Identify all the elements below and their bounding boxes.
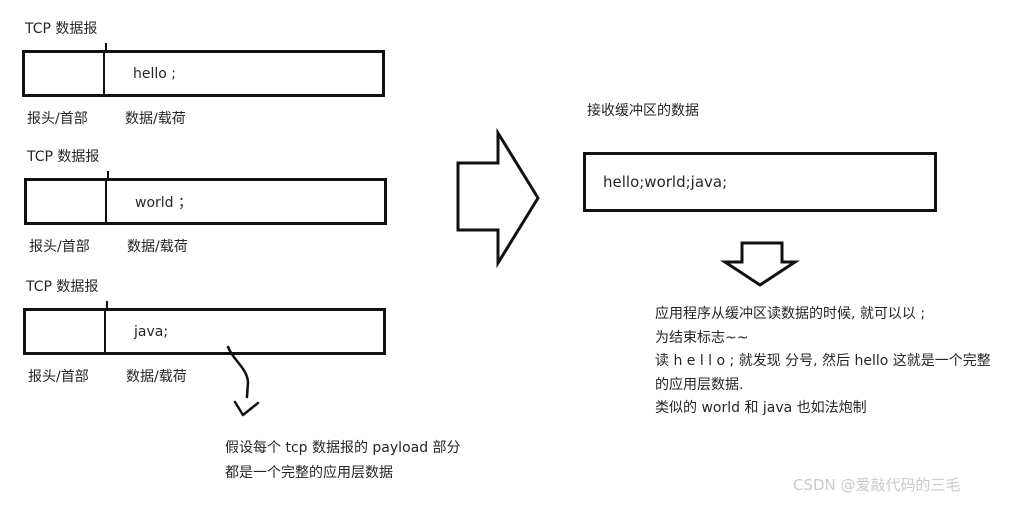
block-arrow-right-icon (452, 127, 544, 269)
header-label: 报头/首部 (29, 239, 90, 255)
read-note-line: 的应用层数据. (655, 376, 744, 393)
tcp-packet-2: TCP 数据报 world ； 报头/首部 数据/载荷 (24, 146, 394, 276)
tcp-packet-3: TCP 数据报 java; 报头/首部 数据/载荷 (23, 276, 393, 406)
block-arrow-down-icon (715, 236, 805, 291)
packet-header-cell (26, 311, 106, 352)
payload-note: 假设每个 tcp 数据报的 payload 部分 都是一个完整的应用层数据 (225, 436, 461, 486)
packet-box: world ； (24, 171, 387, 225)
packet-header-cell (25, 53, 105, 94)
payload-label: 数据/载荷 (127, 239, 188, 255)
packet-title: TCP 数据报 (26, 279, 99, 295)
csdn-watermark: CSDN @爱敲代码的三毛 (793, 476, 961, 494)
header-label: 报头/首部 (27, 111, 88, 127)
packet-header-cell (27, 181, 107, 222)
packet-box: java; (23, 301, 386, 355)
packet-payload-cell: java; (106, 311, 383, 352)
payload-note-line: 都是一个完整的应用层数据 (225, 465, 393, 481)
divider-tick (105, 43, 107, 51)
tcp-packet-1: TCP 数据报 hello ; 报头/首部 数据/载荷 (22, 18, 392, 148)
packet-title: TCP 数据报 (27, 149, 100, 165)
payload-text: world ； (135, 194, 192, 211)
packet-payload-cell: hello ; (105, 53, 382, 94)
packet-box: hello ; (22, 43, 385, 97)
freehand-arrow-down-icon (212, 340, 272, 425)
receive-buffer-label: 接收缓冲区的数据 (587, 103, 699, 119)
payload-text: hello ; (133, 65, 176, 82)
divider-tick (107, 171, 109, 179)
read-note-line: 应用程序从缓冲区读数据的时候, 就可以以 ; (655, 306, 926, 322)
read-note-line: 读 h e l l o ; 就发现 分号, 然后 hello 这就是一个完整 (655, 353, 991, 369)
header-label: 报头/首部 (28, 369, 89, 385)
payload-text: java; (134, 323, 169, 340)
receive-buffer-box: hello;world;java; (583, 152, 937, 212)
payload-label: 数据/载荷 (125, 111, 186, 127)
payload-label: 数据/载荷 (126, 369, 187, 385)
read-logic-note: 应用程序从缓冲区读数据的时候, 就可以以 ; 为结束标志~~ 读 h e l l… (655, 303, 991, 421)
divider-tick (106, 301, 108, 309)
buffer-content: hello;world;java; (603, 173, 728, 191)
read-note-line: 类似的 world 和 java 也如法炮制 (655, 400, 867, 416)
packet-title: TCP 数据报 (25, 21, 98, 37)
payload-note-line: 假设每个 tcp 数据报的 payload 部分 (225, 440, 461, 456)
packet-payload-cell: world ； (107, 181, 384, 222)
read-note-line: 为结束标志~~ (655, 329, 749, 346)
